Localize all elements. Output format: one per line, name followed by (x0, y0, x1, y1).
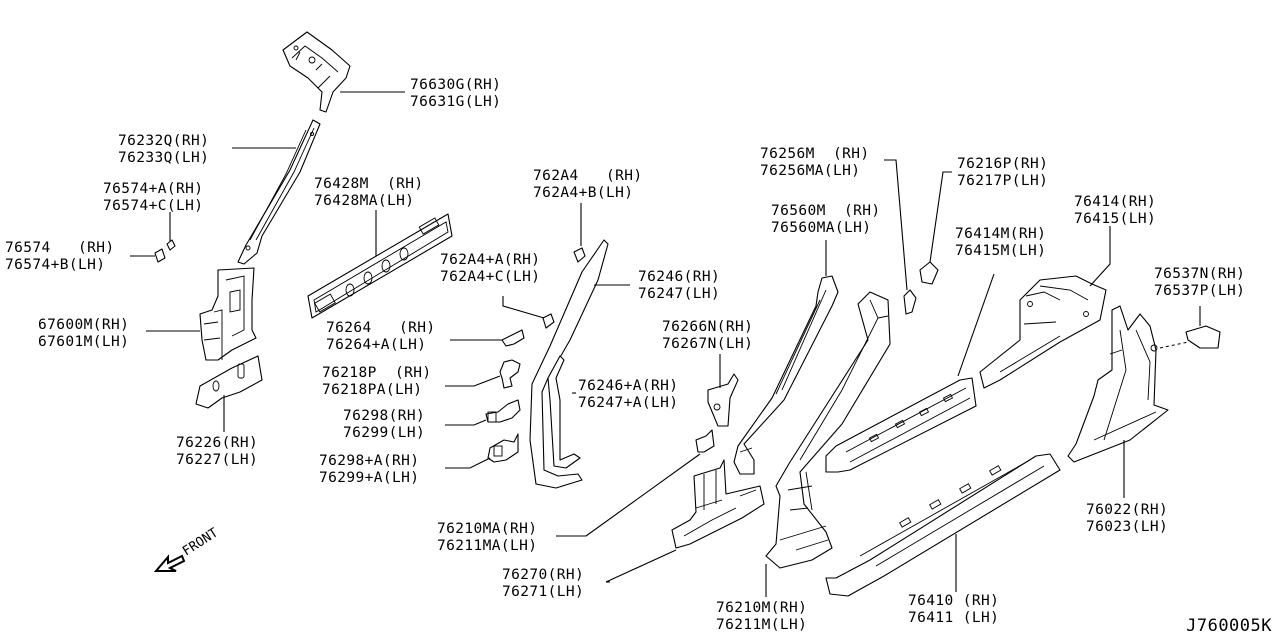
callout-76414[interactable]: 76414(RH)76415(LH) (1074, 194, 1157, 227)
part-76246-weatherstrip[interactable] (529, 239, 630, 489)
part-76298[interactable] (445, 399, 521, 426)
part-76256m[interactable] (884, 159, 917, 315)
part-76270[interactable] (605, 459, 765, 583)
callout-76256m[interactable]: 76256M (RH)76256MA(LH) (760, 146, 870, 179)
part-76232q[interactable] (232, 119, 321, 265)
front-arrow-icon (153, 554, 186, 572)
part-76630g[interactable] (282, 31, 405, 113)
callout-76270[interactable]: 76270(RH)76271(LH) (502, 567, 585, 600)
callout-76246[interactable]: 76246(RH)76247(LH) (638, 269, 721, 302)
part-76022[interactable] (1067, 305, 1169, 498)
part-762a4-clips[interactable] (502, 203, 586, 329)
callout-762a4a[interactable]: 762A4+A(RH)762A4+C(LH) (440, 252, 541, 285)
callout-76298a[interactable]: 76298+A(RH)76299+A(LH) (319, 453, 420, 486)
callout-76630g[interactable]: 76630G(RH)76631G(LH) (410, 77, 502, 110)
callout-76232q[interactable]: 76232Q(RH)76233Q(LH) (118, 133, 210, 166)
part-76298a[interactable] (445, 433, 519, 469)
callout-76537n[interactable]: 76537N(RH)76537P(LH) (1154, 266, 1246, 299)
callout-76246a[interactable]: 76246+A(RH)76247+A(LH) (578, 378, 679, 411)
callout-76574[interactable]: 76574 (RH)76574+B(LH) (5, 240, 115, 273)
callout-76226[interactable]: 76226(RH)76227(LH) (176, 435, 259, 468)
callout-76022[interactable]: 76022(RH)76023(LH) (1086, 502, 1169, 535)
callout-76210m[interactable]: 76210M(RH)76211M(LH) (716, 600, 808, 633)
part-76218p[interactable] (445, 359, 521, 389)
callout-76414m[interactable]: 76414M(RH)76415M(LH) (955, 226, 1047, 259)
part-76264[interactable] (450, 329, 525, 347)
part-76210m[interactable] (765, 291, 891, 597)
callout-76210ma[interactable]: 76210MA(RH)76211MA(LH) (437, 521, 538, 554)
part-76266n[interactable] (707, 354, 739, 427)
part-76537n[interactable] (1159, 306, 1221, 349)
callout-76574a[interactable]: 76574+A(RH)76574+C(LH) (103, 181, 204, 214)
part-76428m[interactable] (307, 210, 453, 319)
callout-76218p[interactable]: 76218P (RH)76218PA(LH) (322, 365, 432, 398)
part-67600m[interactable] (146, 267, 257, 361)
callout-76264[interactable]: 76264 (RH)76264+A(LH) (326, 320, 436, 353)
callout-76410[interactable]: 76410 (RH)76411 (LH) (908, 593, 1000, 626)
callout-76428m[interactable]: 76428M (RH)76428MA(LH) (314, 176, 424, 209)
part-76210ma[interactable] (556, 429, 715, 537)
part-76410[interactable] (825, 453, 1061, 597)
part-76414[interactable] (979, 226, 1111, 389)
callout-76216p[interactable]: 76216P(RH)76217P(LH) (957, 156, 1049, 189)
part-76226[interactable] (195, 355, 263, 432)
part-76414m[interactable] (825, 273, 995, 473)
callout-67600m[interactable]: 67600M(RH)67601M(LH) (38, 317, 130, 350)
part-76560m[interactable] (733, 240, 839, 475)
reference-code: J760005K (1186, 616, 1272, 636)
callout-762a4[interactable]: 762A4 (RH)762A4+B(LH) (533, 168, 643, 201)
part-76216p[interactable] (919, 171, 952, 285)
callout-76560m[interactable]: 76560M (RH)76560MA(LH) (771, 203, 881, 236)
front-indicator: FRONT (180, 525, 221, 559)
callout-76266n[interactable]: 76266N(RH)76267N(LH) (662, 319, 754, 352)
callout-76298[interactable]: 76298(RH)76299(LH) (343, 408, 426, 441)
part-76574-clips[interactable] (130, 212, 176, 263)
